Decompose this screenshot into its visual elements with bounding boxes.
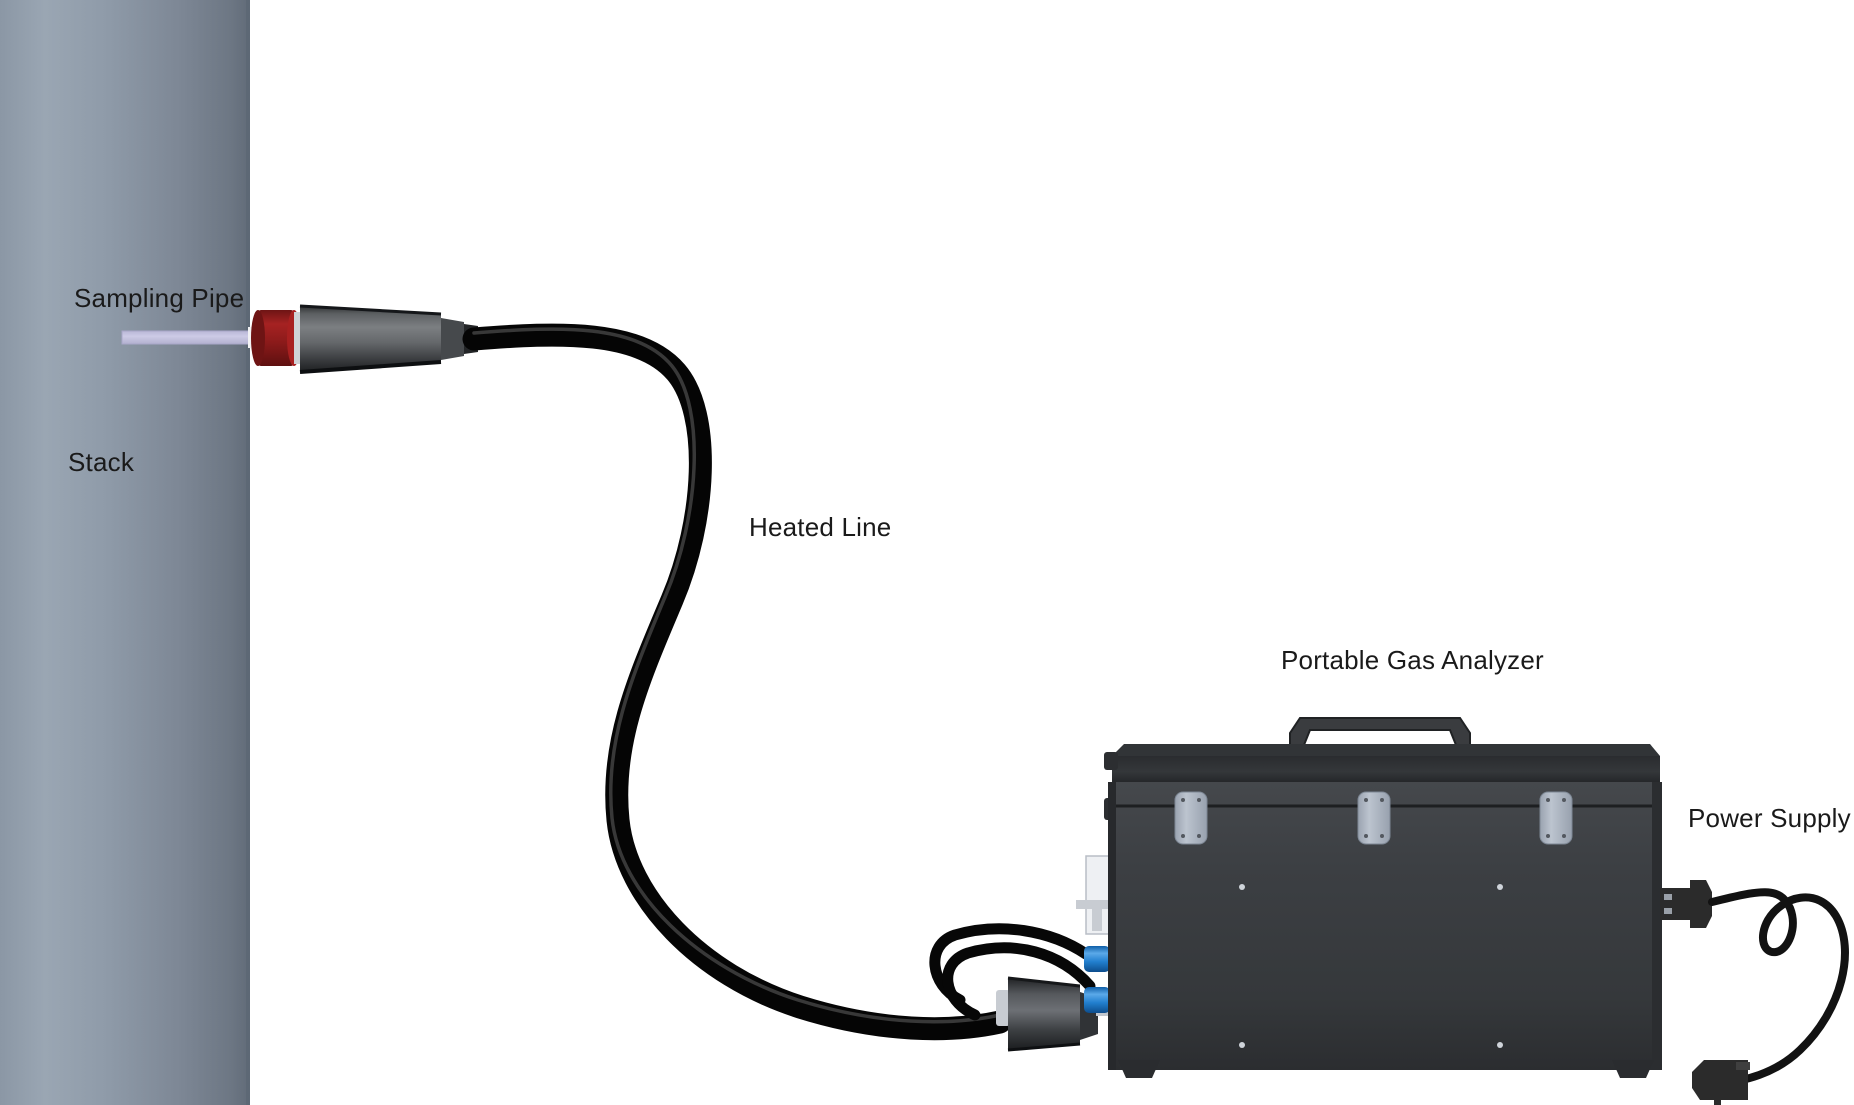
label-stack: Stack: [68, 447, 135, 477]
label-portable-gas-analyzer: Portable Gas Analyzer: [1281, 645, 1544, 675]
power-supply-cable: [1660, 880, 1849, 1105]
analyzer-case: [1104, 717, 1662, 1078]
latch-plate: [1539, 791, 1573, 845]
latch-plate: [1174, 791, 1208, 845]
heated-line-hose: [462, 323, 1012, 1041]
label-heated-line: Heated Line: [749, 512, 892, 542]
analyzer-inlet-hoses: [929, 923, 1096, 1021]
stack-cylinder: [0, 0, 250, 1105]
sampling-probe: [251, 304, 478, 374]
latch-plate: [1357, 791, 1391, 845]
label-power-supply: Power Supply: [1688, 803, 1851, 833]
label-sampling-pipe: Sampling Pipe: [74, 283, 245, 313]
